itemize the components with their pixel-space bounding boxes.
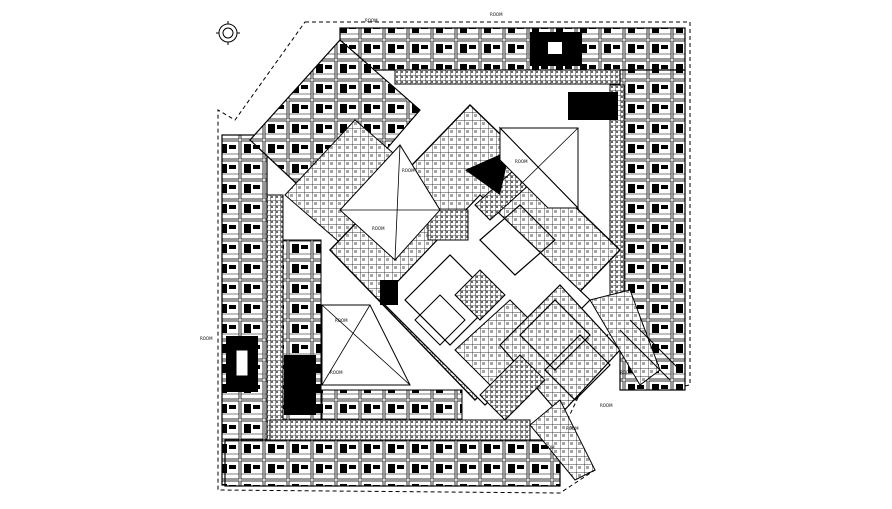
room-label: ROOM: [620, 370, 633, 375]
room-label: ROOM: [490, 12, 503, 17]
room-label: ROOM: [402, 168, 415, 173]
diagonal-wing-southeast: [479, 284, 661, 481]
room-label: ROOM: [365, 18, 378, 23]
room-label: ROOM: [335, 318, 348, 323]
courtyard-north: [498, 126, 580, 210]
room-label: ROOM: [542, 445, 555, 450]
top-room-wing: [339, 27, 686, 85]
room-label: ROOM: [515, 159, 528, 164]
room-label: ROOM: [566, 426, 579, 431]
room-label: ROOM: [600, 403, 613, 408]
north-arrow-icon: [216, 21, 240, 45]
courtyard-west: [339, 144, 441, 261]
room-label-group: ROOM ROOM ROOM ROOM ROOM ROOM ROOM ROOM …: [200, 12, 633, 450]
room-label: ROOM: [330, 370, 343, 375]
entrance-east: [619, 319, 681, 381]
room-label: ROOM: [200, 336, 213, 341]
bottom-room-wing: [224, 389, 561, 487]
left-room-wing: [221, 134, 322, 486]
courtyard-southwest: [321, 304, 411, 386]
room-label: ROOM: [372, 226, 385, 231]
